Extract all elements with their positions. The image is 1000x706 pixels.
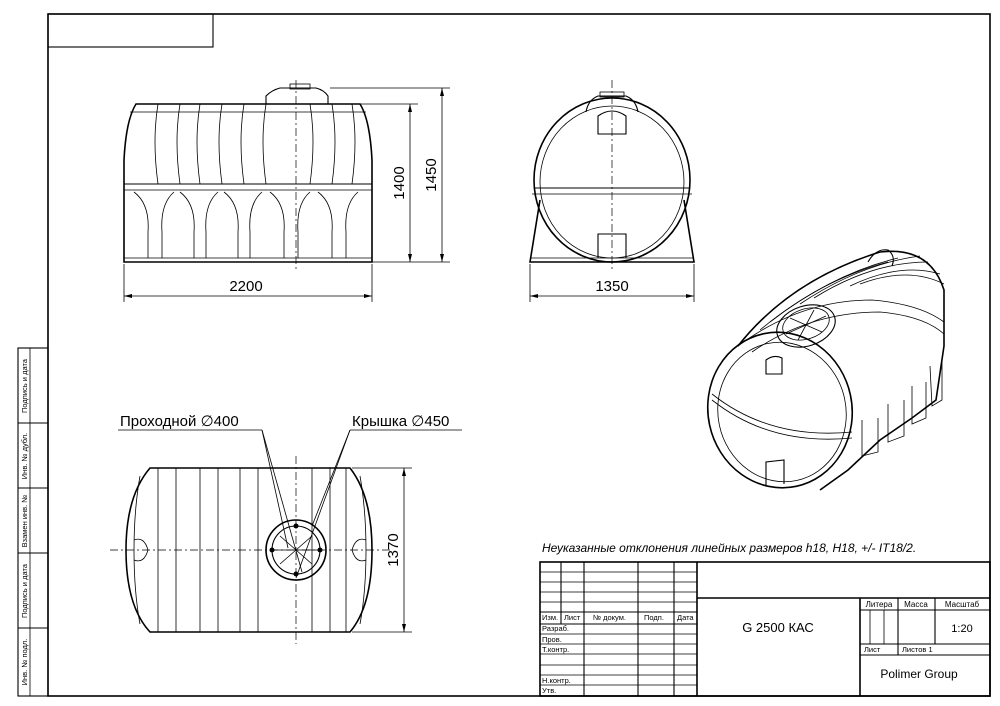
front-width-dimension: 1350 xyxy=(529,264,695,302)
top-view xyxy=(110,456,390,644)
tb-col-doc: № докум. xyxy=(593,613,626,622)
stamp-replace-inv: Взамен инв. № xyxy=(20,495,29,548)
callout-passage-label: Проходной ∅400 xyxy=(120,413,239,430)
tb-col-date: Дата xyxy=(677,613,694,622)
tb-scale-value: 1:20 xyxy=(951,623,972,635)
callout-lid-label: Крышка ∅450 xyxy=(352,413,449,430)
dim-top-width: 1370 xyxy=(385,533,402,566)
side-length-dimension: 2200 xyxy=(123,264,373,302)
stamp-sign-date-1: Подпись и дата xyxy=(20,358,29,413)
tb-role-check: Пров. xyxy=(542,635,562,644)
tb-role-ncontrol: Н.контр. xyxy=(542,676,571,685)
tb-col-list: Лист xyxy=(564,613,581,622)
tb-role-dev: Разраб. xyxy=(542,624,569,633)
side-stamp-column: Подпись и дата Инв. № дубл. Взамен инв. … xyxy=(17,347,49,697)
title-block: Изм. Лист № докум. Подп. Дата Разраб. Пр… xyxy=(539,561,991,697)
callout-passage: Проходной ∅400 xyxy=(118,413,303,573)
dim-side-length: 2200 xyxy=(229,278,262,295)
tb-role-tcontrol: Т.контр. xyxy=(542,645,569,654)
stamp-dup-inv: Инв. № дубл. xyxy=(20,433,29,479)
front-view xyxy=(529,80,695,270)
dim-front-width: 1350 xyxy=(595,278,628,295)
stamp-orig-inv: Инв. № подл. xyxy=(20,639,29,686)
dim-height-1400: 1400 xyxy=(391,166,408,199)
sheet-frame xyxy=(47,13,991,697)
tb-col-sign: Подп. xyxy=(644,613,664,622)
dim-height-1450: 1450 xyxy=(423,158,440,191)
tb-scale-label: Масштаб xyxy=(945,600,980,609)
tb-role-approve: Утв. xyxy=(542,686,556,695)
tb-litera-label: Литера xyxy=(866,600,893,609)
callout-lid: Крышка ∅450 xyxy=(295,413,462,579)
tb-sheet-label: Лист xyxy=(864,645,881,654)
isometric-view xyxy=(706,249,945,491)
tb-sheets-label: Листов 1 xyxy=(902,645,933,654)
tb-company: Polimer Group xyxy=(880,667,958,681)
stamp-sign-date-2: Подпись и дата xyxy=(20,563,29,618)
tb-mass-label: Масса xyxy=(904,600,928,609)
side-height-dimensions: 1400 1450 xyxy=(330,87,450,263)
side-view xyxy=(123,80,373,270)
tolerance-note: Неуказанные отклонения линейных размеров… xyxy=(542,541,916,555)
tb-col-izm: Изм. xyxy=(542,613,558,622)
top-width-dimension: 1370 xyxy=(352,467,412,633)
tb-designation: G 2500 КАС xyxy=(742,620,814,635)
